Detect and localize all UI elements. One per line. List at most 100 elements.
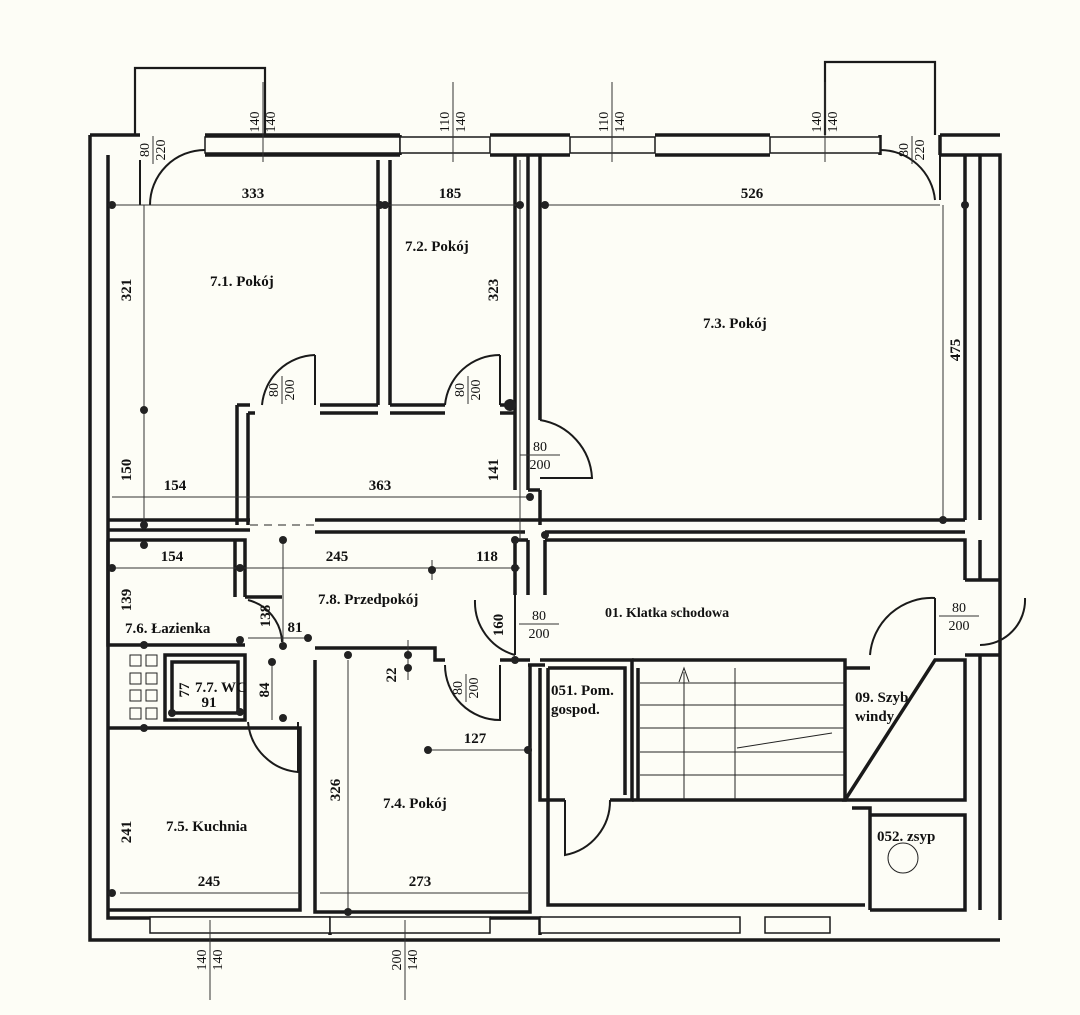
svg-text:200: 200 (390, 950, 405, 971)
door-76 (247, 599, 283, 643)
dim-321: 321 (119, 279, 135, 302)
svg-text:140: 140 (454, 112, 469, 133)
svg-text:140: 140 (195, 950, 210, 971)
svg-text:140: 140 (826, 112, 841, 133)
windows (149, 136, 881, 934)
svg-text:80: 80 (532, 609, 546, 624)
window-74 (329, 916, 491, 934)
dim-84: 84 (257, 682, 273, 698)
svg-text:200: 200 (469, 380, 484, 401)
door-entry (473, 595, 516, 656)
window-stair-b (764, 916, 831, 934)
room-label-09-line1: 09. Szyb (855, 690, 908, 706)
svg-text:140: 140 (810, 112, 825, 133)
dim-81: 81 (288, 620, 303, 636)
door-71 (261, 354, 316, 406)
svg-text:140: 140 (211, 950, 226, 971)
door-77 (247, 721, 299, 774)
window-72 (399, 136, 491, 154)
dim-154-top: 154 (164, 478, 187, 494)
svg-text:110: 110 (597, 112, 612, 132)
room-label-051-line2: gospod. (551, 702, 600, 718)
svg-text:220: 220 (154, 140, 169, 161)
chute-circle (887, 842, 919, 874)
dim-526: 526 (741, 186, 764, 202)
svg-text:200: 200 (529, 627, 550, 642)
dimension-labels: 333 185 526 321 323 475 150 154 363 141 … (119, 186, 964, 890)
dim-91: 91 (202, 695, 217, 711)
door-051 (564, 799, 612, 857)
room-label-7-8: 7.8. Przedpokój (318, 592, 418, 608)
door-balcony-left (139, 149, 206, 206)
dimension-lines (108, 160, 969, 916)
room-label-7-3: 7.3. Pokój (703, 316, 767, 332)
room-label-01: 01. Klatka schodowa (605, 606, 729, 621)
svg-text:200: 200 (530, 458, 551, 473)
svg-text:110: 110 (438, 112, 453, 132)
room-label-052: 052. zsyp (877, 829, 935, 845)
room-label-7-7: 7.7. WC (195, 680, 247, 696)
balcony-left (133, 66, 267, 135)
vent-blocks (129, 654, 158, 720)
dim-141: 141 (486, 459, 502, 482)
svg-text:140: 140 (264, 112, 279, 133)
dim-333: 333 (242, 186, 265, 202)
dim-241: 241 (119, 821, 135, 844)
door-74 (444, 664, 501, 722)
dim-273: 273 (409, 874, 432, 890)
dim-185: 185 (439, 186, 462, 202)
svg-text:80: 80 (533, 440, 547, 455)
window-75 (149, 916, 331, 934)
window-71 (204, 136, 401, 154)
dim-160: 160 (491, 614, 507, 637)
door-73 (539, 419, 594, 479)
svg-text:200: 200 (467, 678, 482, 699)
dim-245-hall: 245 (326, 549, 349, 565)
room-label-09-line2: windy (855, 709, 895, 725)
door-balcony-right (879, 148, 941, 201)
door-neighbor (979, 597, 1027, 647)
door-09 (869, 596, 936, 656)
svg-text:200: 200 (949, 619, 970, 634)
dim-139: 139 (119, 589, 135, 612)
room-label-7-6: 7.6. Łazienka (125, 621, 211, 637)
dim-475: 475 (948, 339, 964, 362)
door-72 (444, 353, 501, 406)
room-labels: 7.1. Pokój 7.2. Pokój 7.3. Pokój 7.4. Po… (125, 239, 935, 845)
svg-text:200: 200 (283, 380, 298, 401)
dim-245-kitchen: 245 (198, 874, 221, 890)
svg-text:80: 80 (451, 681, 466, 695)
dim-22: 22 (384, 668, 400, 683)
svg-text:140: 140 (248, 112, 263, 133)
svg-text:140: 140 (613, 112, 628, 133)
dim-118: 118 (476, 549, 498, 565)
room-label-7-2: 7.2. Pokój (405, 239, 469, 255)
dim-127: 127 (464, 731, 487, 747)
dim-77: 77 (177, 682, 193, 698)
svg-text:80: 80 (138, 143, 153, 157)
interior-walls (106, 155, 1000, 914)
staircase (640, 666, 845, 800)
doors (139, 148, 1027, 857)
svg-text:80: 80 (267, 383, 282, 397)
dim-326: 326 (328, 778, 344, 801)
svg-text:140: 140 (406, 950, 421, 971)
balcony-right (823, 60, 937, 135)
room-label-051-line1: 051. Pom. (551, 683, 614, 699)
svg-text:80: 80 (453, 383, 468, 397)
